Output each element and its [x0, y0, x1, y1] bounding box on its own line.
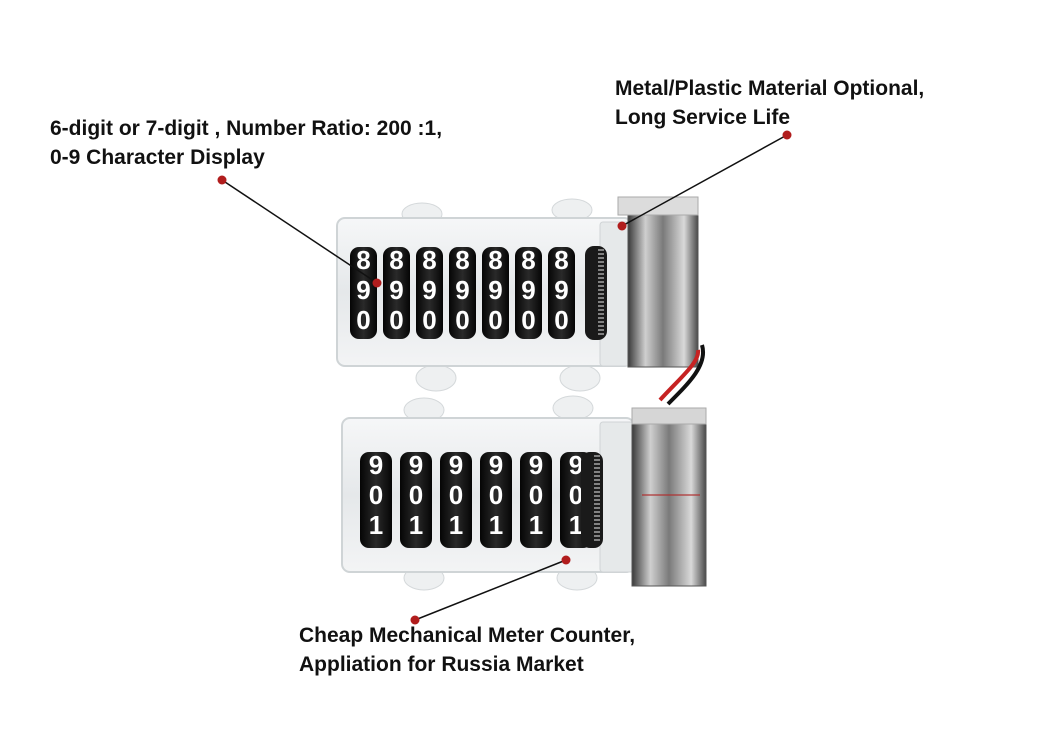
wheel-digit: 1	[409, 510, 423, 540]
number-wheel	[360, 452, 392, 548]
wheel-digit: 8	[488, 245, 502, 275]
wheel-digit: 9	[529, 450, 543, 480]
number-wheel	[515, 247, 542, 339]
number-wheel	[548, 247, 575, 339]
number-wheel	[383, 247, 410, 339]
metal-block	[627, 196, 699, 368]
mounting-tab	[415, 364, 457, 392]
wheel-digit: 1	[529, 510, 543, 540]
number-wheel	[400, 452, 432, 548]
wheel-digit: 8	[422, 245, 436, 275]
wire-red	[658, 349, 701, 402]
wheel-digit: 8	[389, 245, 403, 275]
wheel-digit: 9	[369, 450, 383, 480]
annotation-material-line2: Long Service Life	[615, 106, 791, 129]
wheel-digit: 9	[449, 450, 463, 480]
marker-dot	[217, 175, 227, 185]
wheel-digit: 0	[422, 305, 436, 335]
mounting-tab	[552, 395, 594, 421]
wheel-digit: 9	[554, 275, 568, 305]
wheel-digit: 1	[489, 510, 503, 540]
annotation-material: Metal/Plastic Material Optional, Long Se…	[615, 74, 924, 132]
wheel-digit: 0	[529, 480, 543, 510]
wheel-digit: 0	[389, 305, 403, 335]
metal-block-top	[631, 407, 707, 425]
wheel-digit: 1	[569, 510, 583, 540]
wheel-digit: 9	[489, 450, 503, 480]
wheel-digit: 1	[449, 510, 463, 540]
annotation-digits: 6-digit or 7-digit , Number Ratio: 200 :…	[50, 114, 442, 172]
wheel-digit: 0	[356, 305, 370, 335]
annotation-counter-line1: Cheap Mechanical Meter Counter,	[299, 624, 636, 647]
wheel-digit: 1	[369, 510, 383, 540]
number-wheel	[440, 452, 472, 548]
wheel-digit: 8	[554, 245, 568, 275]
marker-dot	[782, 130, 792, 140]
annotation-digits-line1: 6-digit or 7-digit , Number Ratio: 200 :…	[50, 117, 443, 140]
annotation-digits-line2: 0-9 Character Display	[50, 146, 265, 169]
number-wheel	[449, 247, 476, 339]
marker-dot	[561, 555, 571, 565]
wheel-digit: 0	[455, 305, 469, 335]
number-wheel	[416, 247, 443, 339]
wheel-digit: 0	[488, 305, 502, 335]
wire-black	[666, 344, 706, 406]
wheel-digit: 0	[369, 480, 383, 510]
wheel-digit: 8	[521, 245, 535, 275]
number-wheel	[480, 452, 512, 548]
leader-line-material	[621, 134, 788, 227]
marker-dot	[372, 278, 382, 288]
wheel-digit: 9	[409, 450, 423, 480]
leader-line-counter	[414, 559, 567, 621]
number-wheel	[520, 452, 552, 548]
wheel-digit: 9	[356, 275, 370, 305]
wheel-digit: 0	[569, 480, 583, 510]
wheel-digit: 9	[521, 275, 535, 305]
leader-line-digits	[221, 179, 378, 284]
wheel-digit: 9	[389, 275, 403, 305]
annotation-material-line1: Metal/Plastic Material Optional,	[615, 77, 925, 100]
wheel-digit: 0	[521, 305, 535, 335]
metal-block	[631, 407, 707, 587]
wheel-digit: 0	[409, 480, 423, 510]
wheel-digit: 9	[455, 275, 469, 305]
marker-dot	[410, 615, 420, 625]
annotation-counter-line2: Appliation for Russia Market	[299, 653, 584, 676]
annotation-counter: Cheap Mechanical Meter Counter, Appliati…	[299, 621, 635, 679]
wheel-digit: 0	[489, 480, 503, 510]
marker-dot	[617, 221, 627, 231]
wheel-digit: 8	[455, 245, 469, 275]
housing-end-cap	[599, 421, 635, 573]
wheel-digit: 9	[488, 275, 502, 305]
wheel-digit: 8	[356, 245, 370, 275]
wheel-digit: 0	[449, 480, 463, 510]
number-wheel	[482, 247, 509, 339]
annotation-leaders	[217, 130, 792, 625]
wheel-digit: 9	[422, 275, 436, 305]
wheel-digit: 9	[569, 450, 583, 480]
wheel-digit: 0	[554, 305, 568, 335]
mounting-tab	[559, 364, 601, 392]
